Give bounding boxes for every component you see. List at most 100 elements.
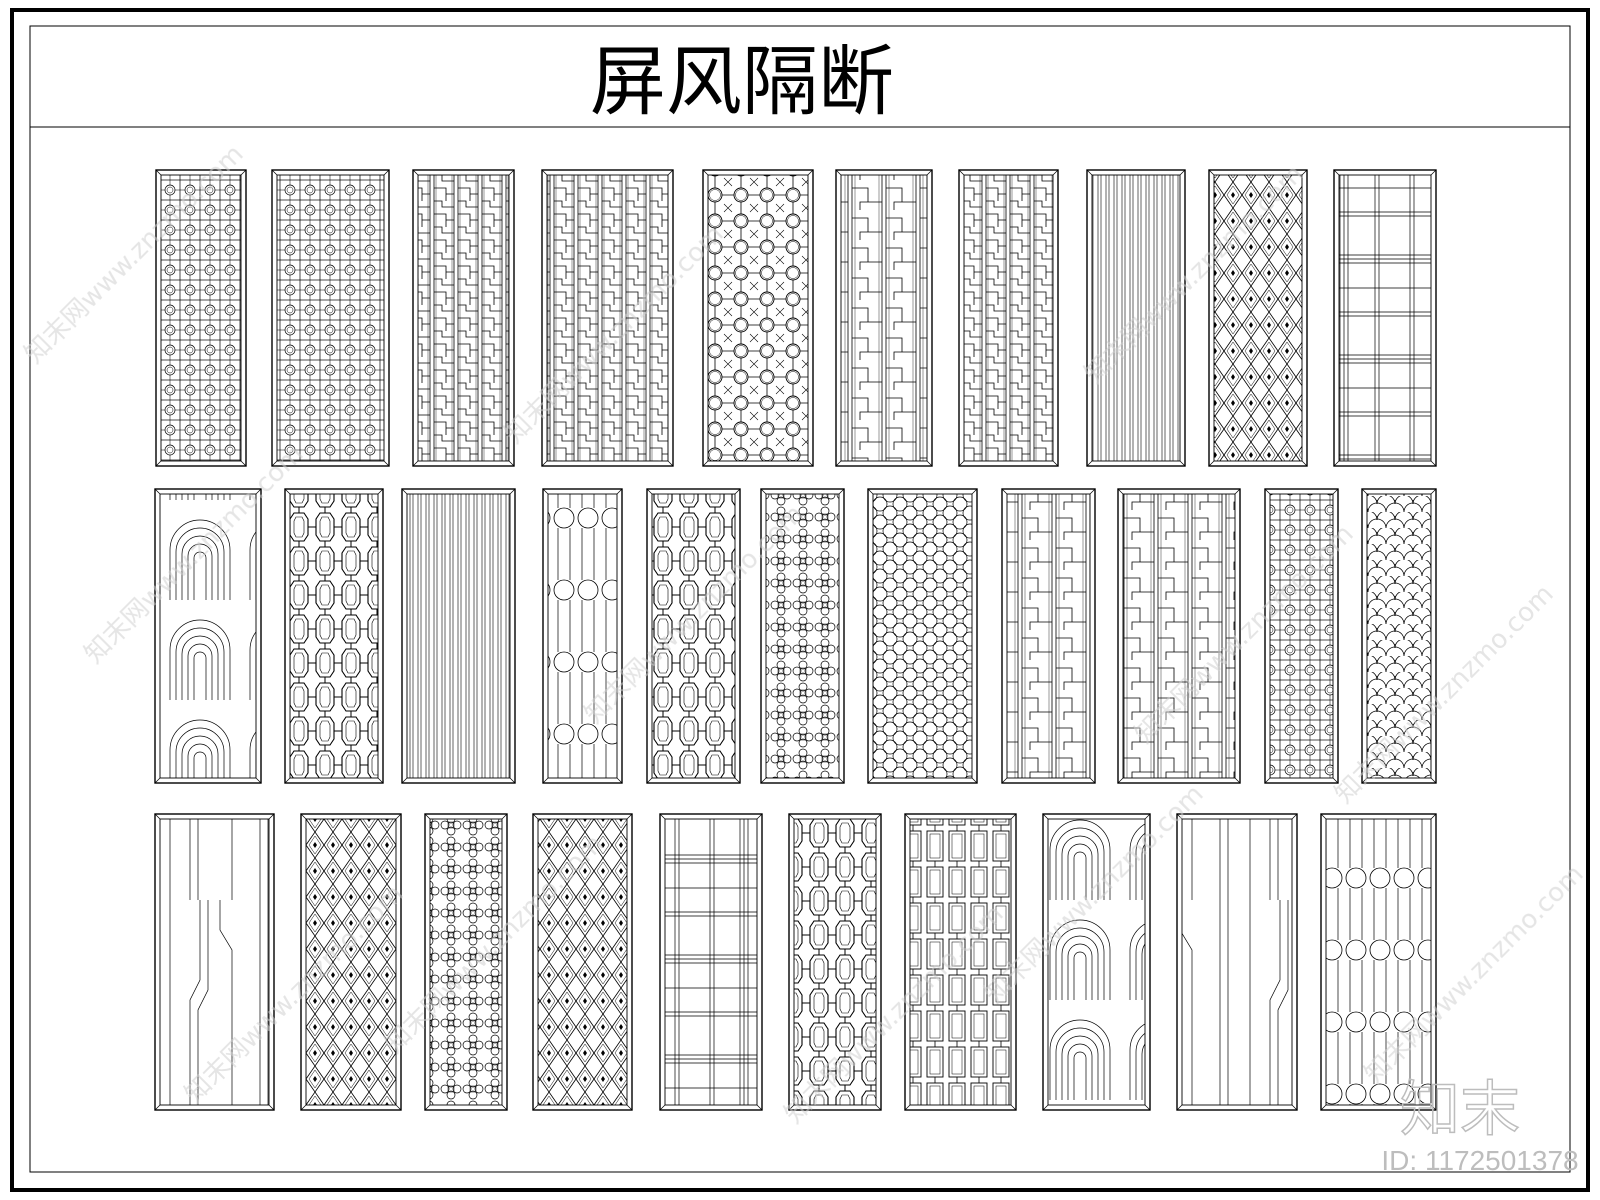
panel-frame-outer	[1001, 488, 1096, 784]
panel-corner	[532, 813, 539, 820]
panel-corner	[626, 1104, 633, 1111]
panel-pattern-vertical-slats	[406, 493, 511, 779]
panel-corner	[1001, 488, 1008, 495]
panel-frame-outer	[284, 488, 384, 784]
panel-corner	[788, 813, 795, 820]
panel-pattern-fret-zigzag	[1006, 493, 1091, 779]
panel-corner	[541, 460, 548, 467]
panel-corner	[926, 169, 933, 176]
screen-panel-quatrefoil-lattice	[424, 813, 508, 1111]
watermark-text: 知末网www.znzmo.com	[1329, 579, 1560, 810]
outer-border	[10, 8, 1590, 1192]
panel-corner	[1179, 460, 1186, 467]
screen-panel-diamond-lattice	[1208, 169, 1308, 467]
panel-pattern-hex-chain	[651, 493, 736, 779]
panel-corner	[616, 777, 623, 784]
panel-corner	[424, 813, 431, 820]
panel-pattern-hex-chain	[793, 818, 877, 1106]
screen-panel-arch-curves	[154, 488, 262, 784]
panel-corner	[383, 460, 390, 467]
panel-frame-outer	[1176, 813, 1298, 1111]
panel-pattern-circuit-lines	[159, 818, 270, 1106]
panel-corner	[509, 488, 516, 495]
panel-frame-outer	[646, 488, 741, 784]
screen-panel-scale-pattern	[1361, 488, 1437, 784]
screen-panel-diamond-lattice	[532, 813, 633, 1111]
panel-corner	[734, 777, 741, 784]
panel-frame-outer	[1320, 813, 1437, 1111]
panel-corner	[659, 1104, 666, 1111]
panel-pattern-arch-curves	[1047, 818, 1146, 1106]
panel-corner	[240, 460, 247, 467]
panel-corner	[1086, 169, 1093, 176]
panel-pattern-fret-zigzag	[840, 174, 928, 462]
screen-panel-arch-curves	[1042, 813, 1151, 1111]
panel-pattern-bead-bars	[1325, 818, 1432, 1106]
panel-frame-outer	[1042, 813, 1151, 1111]
panel-corner	[255, 777, 262, 784]
panel-corner	[616, 488, 623, 495]
panel-corner	[756, 813, 763, 820]
panel-corner	[268, 1104, 275, 1111]
panel-corner	[835, 460, 842, 467]
panel-corner	[835, 169, 842, 176]
panel-corner	[646, 488, 653, 495]
panel-corner	[626, 813, 633, 820]
panel-corner	[542, 777, 549, 784]
panel-corner	[501, 1104, 508, 1111]
panel-corner	[788, 1104, 795, 1111]
panel-corner	[401, 488, 408, 495]
panel-corner	[1052, 169, 1059, 176]
panel-frame-outer	[155, 169, 247, 467]
panel-corner	[1052, 460, 1059, 467]
panel-corner	[271, 460, 278, 467]
panel-corner	[541, 169, 548, 176]
panel-corner	[155, 169, 162, 176]
panel-pattern-octagon-lattice	[872, 493, 973, 779]
panel-corner	[1179, 169, 1186, 176]
watermark-id: ID: 1172501378	[1381, 1145, 1578, 1176]
panel-frame-outer	[300, 813, 402, 1111]
panel-corner	[155, 460, 162, 467]
screen-panel-circuit-lines	[154, 813, 275, 1111]
panel-corner	[1176, 1104, 1183, 1111]
panel-corner	[1301, 460, 1308, 467]
panel-frame-outer	[532, 813, 633, 1111]
panel-corner	[1089, 488, 1096, 495]
screen-panel-tartan-grid	[659, 813, 763, 1111]
panel-corner	[734, 488, 741, 495]
panel-corner	[395, 1104, 402, 1111]
panel-corner	[1332, 777, 1339, 784]
panel-corner	[667, 460, 674, 467]
inner-border	[29, 25, 1571, 1173]
panel-pattern-quatrefoil-lattice	[429, 818, 503, 1106]
panel-corner	[1291, 813, 1298, 820]
panel-corner	[1291, 1104, 1298, 1111]
screen-panel-diamond-lattice	[300, 813, 402, 1111]
panel-frame-outer	[1117, 488, 1241, 784]
screen-panel-octagon-lattice	[867, 488, 978, 784]
panel-corner	[1333, 460, 1340, 467]
panel-frame-outer	[412, 169, 515, 467]
panel-corner	[1117, 777, 1124, 784]
panel-pattern-circles-grid	[160, 174, 242, 462]
panel-corner	[377, 488, 384, 495]
panel-corner	[958, 169, 965, 176]
panel-corner	[1208, 169, 1215, 176]
panel-pattern-fret-ladder	[546, 174, 669, 462]
panel-frame-outer	[958, 169, 1059, 467]
panel-corner	[1430, 813, 1437, 820]
panel-corner	[807, 169, 814, 176]
panel-corner	[1042, 1104, 1049, 1111]
screen-panel-vertical-slats	[401, 488, 516, 784]
panel-corner	[240, 169, 247, 176]
panels-group	[154, 169, 1437, 1111]
panel-pattern-quatrefoil-lattice	[765, 493, 840, 779]
panel-frame-outer	[760, 488, 845, 784]
panel-corner	[904, 1104, 911, 1111]
panel-pattern-tartan-grid	[1338, 174, 1432, 462]
panel-corner	[838, 777, 845, 784]
screen-panel-quatrefoil-lattice	[760, 488, 845, 784]
panel-corner	[542, 488, 549, 495]
